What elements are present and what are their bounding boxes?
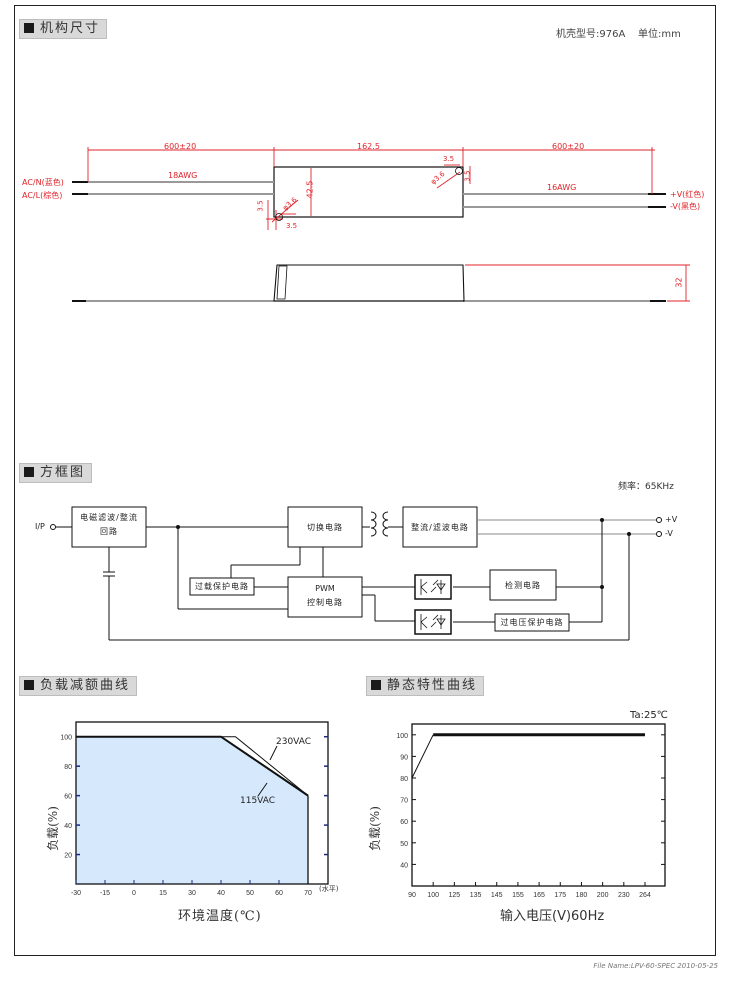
right-wire-gauge: 16AWG <box>547 183 577 192</box>
section-title-text: 方框图 <box>40 465 86 480</box>
section-title-block-diagram: 方框图 <box>19 463 93 483</box>
switching-label: 切换电路 <box>307 523 343 532</box>
left-wire-length: 600±20 <box>164 142 197 151</box>
pwm-label-1: PWM <box>315 584 335 593</box>
left-wire-gauge: 18AWG <box>168 171 198 180</box>
section-title-derating: 负载减额曲线 <box>19 676 138 696</box>
hole-offset-h-left: 3.5 <box>286 222 298 230</box>
pwm-label-2: 控制电路 <box>307 598 343 607</box>
square-bullet-icon <box>24 467 34 477</box>
output-plus-label: +V <box>665 515 678 524</box>
square-bullet-icon <box>371 680 381 690</box>
emi-filter-label-2: 回路 <box>100 527 118 536</box>
static-ylabel: 负载(%) <box>367 806 382 851</box>
hole-offset-v-left: 3.5 <box>256 200 265 212</box>
section-title-text: 机构尺寸 <box>40 21 101 36</box>
hole-offset-h-right: 3.5 <box>443 155 455 163</box>
rectifier-label: 整流/滤波电路 <box>411 523 469 532</box>
right-wire-length: 600±20 <box>552 142 585 151</box>
square-bullet-icon <box>24 680 34 690</box>
annotation-115vac: 115VAC <box>240 796 276 806</box>
static-xlabel: 输入电压(V)60Hz <box>500 909 605 924</box>
page-frame <box>14 5 716 956</box>
frequency-label: 频率：65KHz <box>618 482 674 492</box>
case-height-label: 32 <box>674 277 684 288</box>
overload-label: 过载保护电路 <box>195 582 249 591</box>
ovp-label: 过电压保护电路 <box>500 618 564 627</box>
section-title-dimensions: 机构尺寸 <box>19 19 108 39</box>
vminus-label: -V(黑色) <box>670 202 701 211</box>
unit-label: 单位:mm <box>638 29 681 40</box>
output-minus-label: -V <box>665 529 673 538</box>
case-length: 162.5 <box>357 142 380 151</box>
footer-filename: File Name:LPV-60-SPEC 2010-05-25 <box>593 962 718 970</box>
hole-offset-v-right: 3.5 <box>463 170 472 182</box>
section-title-text: 静态特性曲线 <box>387 678 478 693</box>
emi-filter-label-1: 电磁滤波/整流 <box>80 513 138 522</box>
derating-ylabel: 负载(%) <box>45 806 60 851</box>
acl-label: AC/L(棕色) <box>22 191 63 200</box>
vplus-label: +V(红色) <box>670 190 705 199</box>
derating-x-suffix: (水平) <box>319 885 339 893</box>
derating-xlabel: 环境温度(℃) <box>178 909 262 924</box>
section-title-static: 静态特性曲线 <box>366 676 485 696</box>
acn-label: AC/N(蓝色) <box>22 178 64 187</box>
case-model: 机壳型号:976A <box>556 29 626 40</box>
case-width-label: 42.5 <box>305 180 315 199</box>
annotation-230vac: 230VAC <box>276 737 312 747</box>
input-label: I/P <box>35 522 45 531</box>
detect-label: 检测电路 <box>505 581 541 590</box>
square-bullet-icon <box>24 23 34 33</box>
static-note: Ta:25℃ <box>630 710 668 721</box>
section-title-text: 负载减额曲线 <box>40 678 131 693</box>
